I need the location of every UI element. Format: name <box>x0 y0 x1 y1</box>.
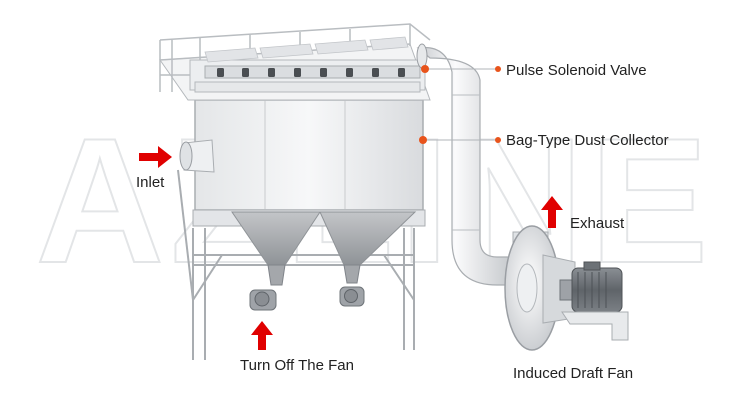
label-inlet: Inlet <box>136 174 165 191</box>
support-frame <box>177 169 415 360</box>
induced-draft-fan-graphic <box>504 225 586 351</box>
label-turn-off-the-fan: Turn Off The Fan <box>240 357 354 374</box>
label-bag-type-dust-collector: Bag-Type Dust Collector <box>506 132 669 149</box>
pulse-valve-row <box>194 65 421 93</box>
inlet-duct <box>179 139 215 173</box>
label-pulse-solenoid-valve: Pulse Solenoid Valve <box>506 62 647 79</box>
collector-endpoint-icon <box>495 137 501 143</box>
collector-marker-icon <box>419 136 427 144</box>
fan-motor-graphic <box>561 261 629 341</box>
callout-leaders <box>419 65 501 144</box>
pulse-valve-endpoint-icon <box>495 66 501 72</box>
label-exhaust: Exhaust <box>570 215 625 232</box>
inlet-arrow-icon <box>139 146 172 168</box>
label-induced-draft-fan: Induced Draft Fan <box>513 365 634 382</box>
flow-arrows <box>139 146 563 350</box>
pulse-valve-marker-icon <box>421 65 429 73</box>
exhaust-arrow-icon <box>541 196 563 228</box>
turn-off-fan-arrow-icon <box>251 321 273 350</box>
hoppers <box>231 211 417 286</box>
rotary-discharge-valves <box>249 286 365 311</box>
collector-housing <box>192 99 426 227</box>
